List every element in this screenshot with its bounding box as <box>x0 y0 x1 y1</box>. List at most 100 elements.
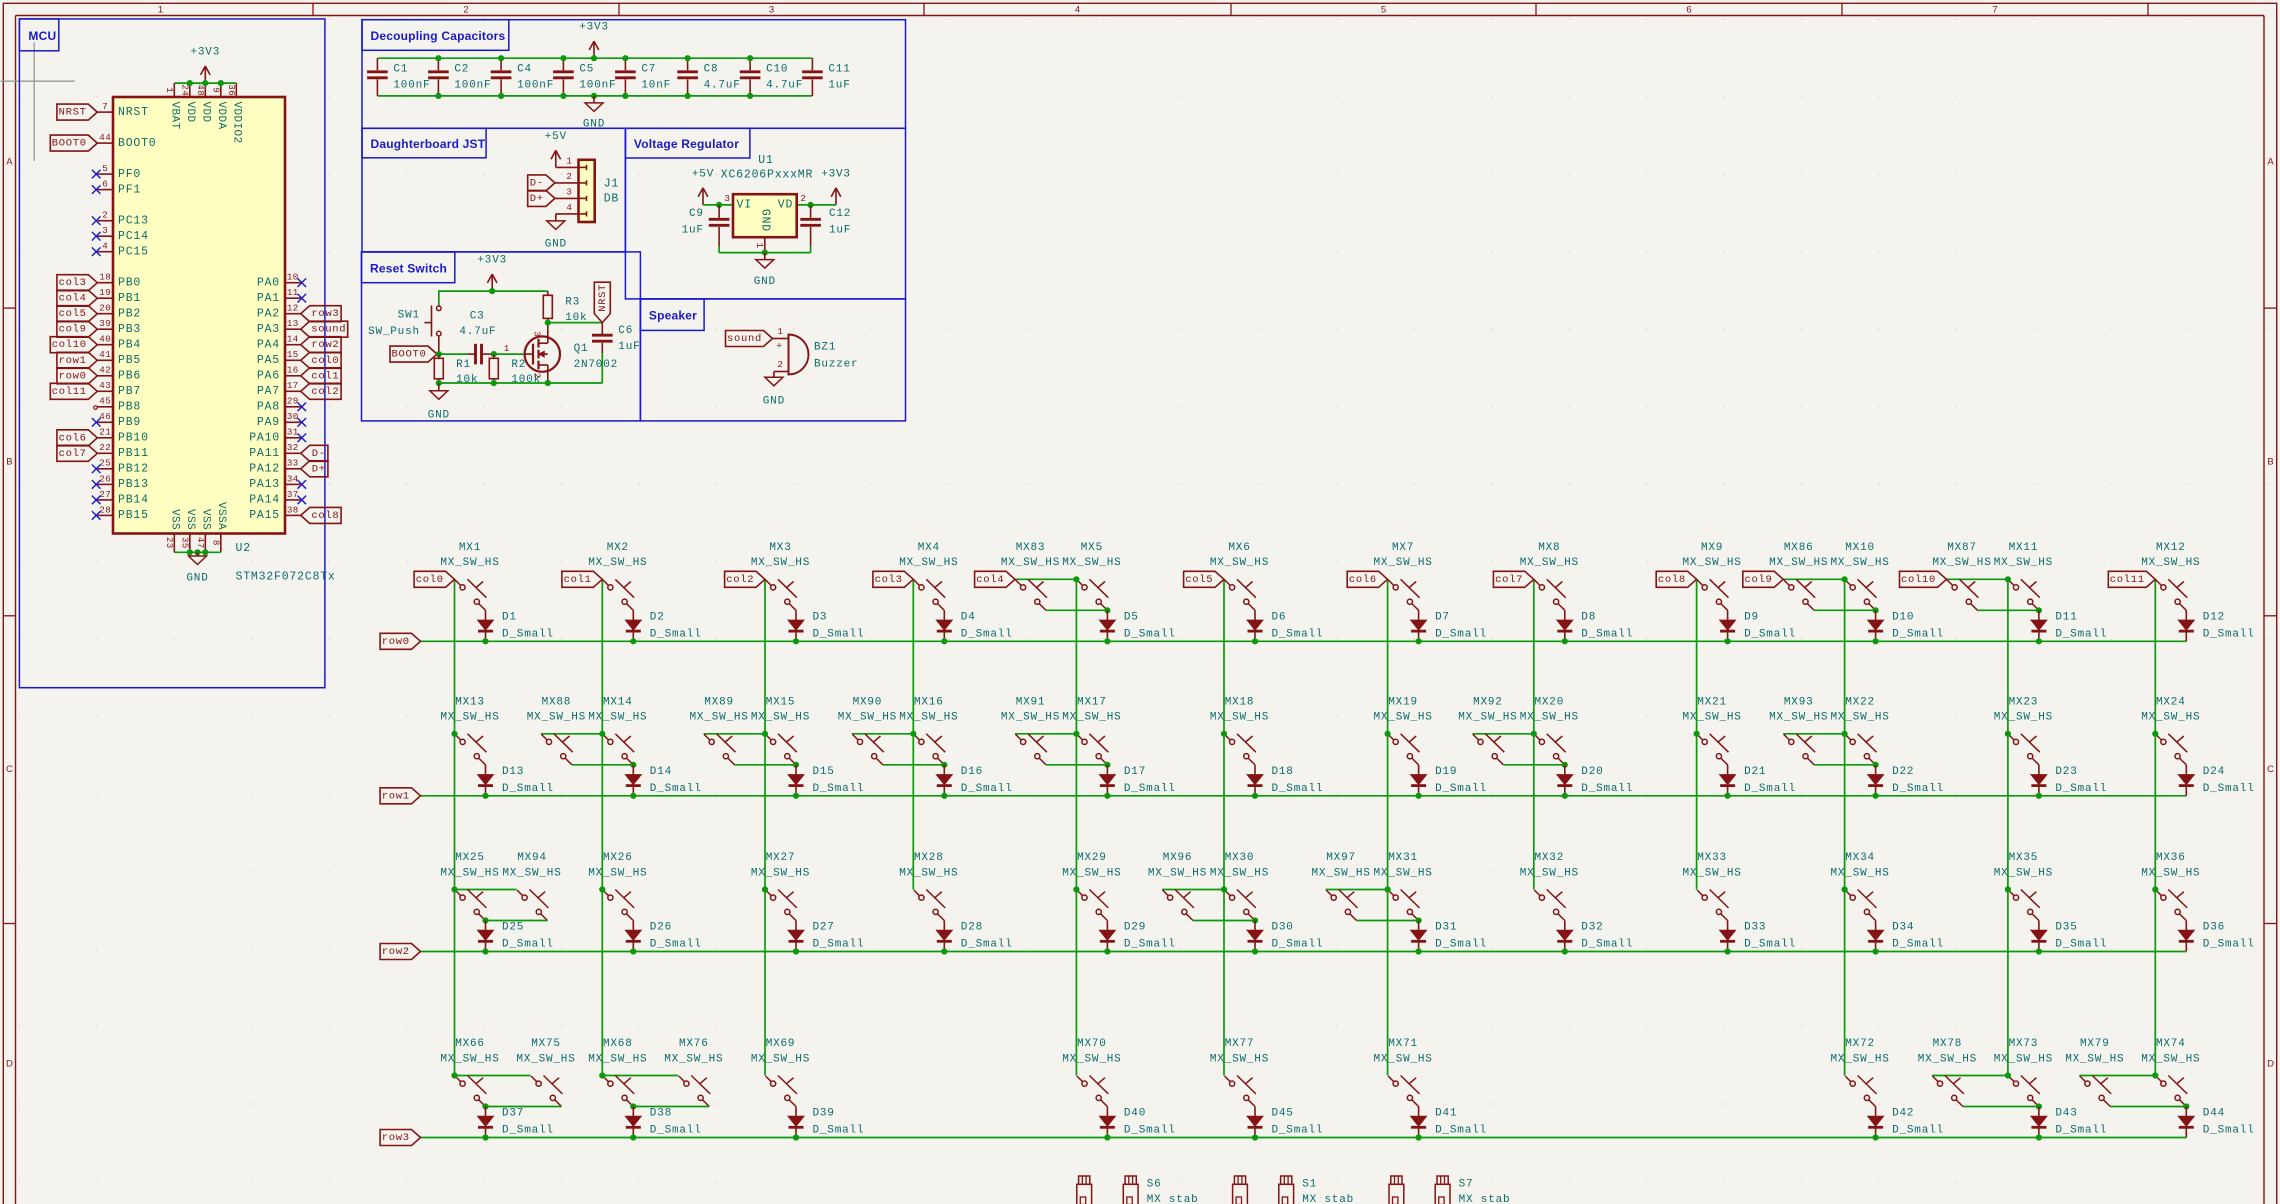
svg-text:row1: row1 <box>382 790 410 802</box>
svg-text:D_Small: D_Small <box>1892 939 1944 951</box>
svg-text:MX_SW_HS: MX_SW_HS <box>751 1053 810 1065</box>
svg-text:MX89: MX89 <box>704 697 734 709</box>
svg-text:MX_SW_HS: MX_SW_HS <box>1918 1053 1977 1065</box>
svg-text:D37: D37 <box>502 1108 524 1120</box>
svg-text:VSS: VSS <box>169 509 181 530</box>
svg-text:+5V: +5V <box>545 131 567 143</box>
svg-text:MX1: MX1 <box>459 542 481 554</box>
svg-text:MX_SW_HS: MX_SW_HS <box>502 867 561 879</box>
svg-text:MX_SW_HS: MX_SW_HS <box>2141 1053 2200 1065</box>
svg-text:D_Small: D_Small <box>650 783 702 795</box>
svg-text:MX_SW_HS: MX_SW_HS <box>1994 867 2053 879</box>
svg-text:2: 2 <box>531 373 542 379</box>
svg-text:D34: D34 <box>1892 922 1914 934</box>
svg-text:col2: col2 <box>726 574 754 586</box>
svg-text:MX_SW_HS: MX_SW_HS <box>1682 557 1741 569</box>
svg-text:D1: D1 <box>502 612 517 624</box>
svg-text:S7: S7 <box>1459 1178 1474 1190</box>
svg-text:21: 21 <box>99 427 111 438</box>
svg-text:D_Small: D_Small <box>502 629 554 641</box>
svg-text:U1: U1 <box>758 154 773 167</box>
svg-text:MX86: MX86 <box>1784 542 1814 554</box>
svg-text:MX20: MX20 <box>1534 697 1564 709</box>
svg-text:Voltage Regulator: Voltage Regulator <box>634 137 739 151</box>
svg-text:D20: D20 <box>1581 766 1603 778</box>
svg-text:PA5: PA5 <box>257 354 280 367</box>
svg-text:PB7: PB7 <box>118 385 141 398</box>
svg-text:VSS: VSS <box>200 509 212 530</box>
svg-text:11: 11 <box>287 287 299 298</box>
svg-text:MX_SW_HS: MX_SW_HS <box>1458 712 1517 724</box>
svg-text:5: 5 <box>102 163 108 174</box>
svg-text:47: 47 <box>195 537 206 549</box>
svg-text:MX_SW_HS: MX_SW_HS <box>1830 712 1889 724</box>
svg-text:MX78: MX78 <box>1933 1038 1963 1050</box>
svg-text:D_Small: D_Small <box>1892 1125 1944 1137</box>
svg-text:J1: J1 <box>604 177 619 190</box>
svg-text:GND: GND <box>754 276 776 288</box>
svg-text:D31: D31 <box>1435 922 1457 934</box>
svg-text:MX68: MX68 <box>603 1038 633 1050</box>
svg-text:D: D <box>6 1058 13 1069</box>
svg-text:37: 37 <box>287 489 299 500</box>
svg-text:D23: D23 <box>2055 766 2077 778</box>
svg-text:MX_SW_HS: MX_SW_HS <box>1210 712 1269 724</box>
svg-text:1: 1 <box>504 343 510 354</box>
svg-text:PA12: PA12 <box>249 463 280 476</box>
svg-text:PB0: PB0 <box>118 277 141 290</box>
svg-text:20: 20 <box>99 303 111 314</box>
svg-text:14: 14 <box>287 334 299 345</box>
svg-text:MX28: MX28 <box>914 852 944 864</box>
svg-text:MX_SW_HS: MX_SW_HS <box>1682 712 1741 724</box>
svg-text:PB3: PB3 <box>118 323 141 336</box>
svg-text:MX96: MX96 <box>1163 852 1193 864</box>
svg-text:D30: D30 <box>1272 922 1294 934</box>
svg-text:1: 1 <box>566 156 572 167</box>
svg-text:D_Small: D_Small <box>1124 629 1176 641</box>
svg-text:MX_SW_HS: MX_SW_HS <box>1311 867 1370 879</box>
svg-text:MX33: MX33 <box>1697 852 1727 864</box>
svg-text:MX_SW_HS: MX_SW_HS <box>1062 1053 1121 1065</box>
svg-text:D_Small: D_Small <box>2203 783 2255 795</box>
svg-text:D-: D- <box>312 448 326 460</box>
svg-text:D27: D27 <box>813 922 835 934</box>
svg-text:38: 38 <box>287 504 299 515</box>
svg-text:SW1: SW1 <box>398 309 420 321</box>
svg-text:PA10: PA10 <box>249 432 280 445</box>
svg-text:A: A <box>2267 156 2274 167</box>
svg-text:Daughterboard JST: Daughterboard JST <box>371 137 486 151</box>
svg-text:MX_SW_HS: MX_SW_HS <box>1148 867 1207 879</box>
svg-text:MX_SW_HS: MX_SW_HS <box>1210 867 1269 879</box>
svg-text:4.7uF: 4.7uF <box>704 80 741 92</box>
svg-text:col9: col9 <box>59 324 87 336</box>
svg-text:6: 6 <box>102 179 108 190</box>
svg-text:NRST: NRST <box>59 107 87 119</box>
svg-text:100nF: 100nF <box>393 80 430 92</box>
svg-text:col3: col3 <box>875 574 903 586</box>
svg-text:D11: D11 <box>2055 612 2077 624</box>
svg-text:16: 16 <box>287 365 299 376</box>
svg-text:D43: D43 <box>2055 1108 2077 1120</box>
svg-text:MX_SW_HS: MX_SW_HS <box>440 867 499 879</box>
svg-text:MX stab: MX stab <box>1459 1194 1511 1204</box>
svg-text:MX3: MX3 <box>769 542 791 554</box>
svg-text:2: 2 <box>463 4 468 15</box>
svg-text:D32: D32 <box>1581 922 1603 934</box>
svg-text:MX71: MX71 <box>1388 1038 1418 1050</box>
svg-text:DB: DB <box>604 193 619 206</box>
svg-text:PB12: PB12 <box>118 463 149 476</box>
svg-text:D8: D8 <box>1581 612 1596 624</box>
svg-text:D_Small: D_Small <box>1272 1125 1324 1137</box>
svg-text:Decoupling Capacitors: Decoupling Capacitors <box>371 29 506 43</box>
svg-text:3: 3 <box>531 331 542 337</box>
svg-text:D41: D41 <box>1435 1108 1457 1120</box>
svg-text:D_Small: D_Small <box>1435 783 1487 795</box>
svg-text:MX_SW_HS: MX_SW_HS <box>1062 557 1121 569</box>
svg-text:22: 22 <box>99 442 111 453</box>
svg-text:MX16: MX16 <box>914 697 944 709</box>
svg-text:2: 2 <box>566 171 572 182</box>
svg-text:45: 45 <box>99 396 111 407</box>
svg-text:GND: GND <box>758 209 771 232</box>
svg-text:MX_SW_HS: MX_SW_HS <box>588 1053 647 1065</box>
svg-text:col4: col4 <box>976 574 1004 586</box>
